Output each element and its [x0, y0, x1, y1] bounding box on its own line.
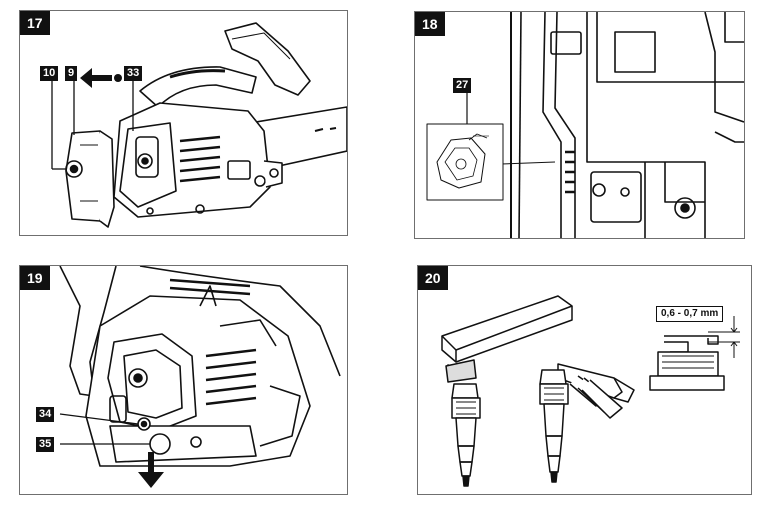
figure-19: 19 34 35 [19, 265, 348, 495]
electrode-gap-label: 0,6 - 0,7 mm [656, 306, 724, 322]
figure-19-number: 19 [20, 266, 50, 290]
figure-18: 18 27 [414, 11, 745, 239]
callout-27: 27 [453, 78, 472, 93]
callout-9: 9 [65, 66, 78, 81]
figure-17-illustration [51, 22, 347, 228]
figure-19-illustration [59, 266, 341, 488]
figure-20-number: 20 [418, 266, 448, 290]
figure-17-number: 17 [20, 11, 50, 35]
figure-18-number: 18 [415, 12, 445, 36]
figure-20-illustration [441, 295, 740, 487]
callout-33: 33 [124, 66, 143, 81]
callout-34: 34 [36, 407, 55, 422]
figure-20: 20 0,6 - 0,7 mm [417, 265, 752, 495]
callout-35: 35 [36, 437, 55, 452]
callout-10: 10 [40, 66, 59, 81]
figure-17: 17 10 9 33 [19, 10, 348, 236]
figure-18-illustration [426, 12, 744, 238]
